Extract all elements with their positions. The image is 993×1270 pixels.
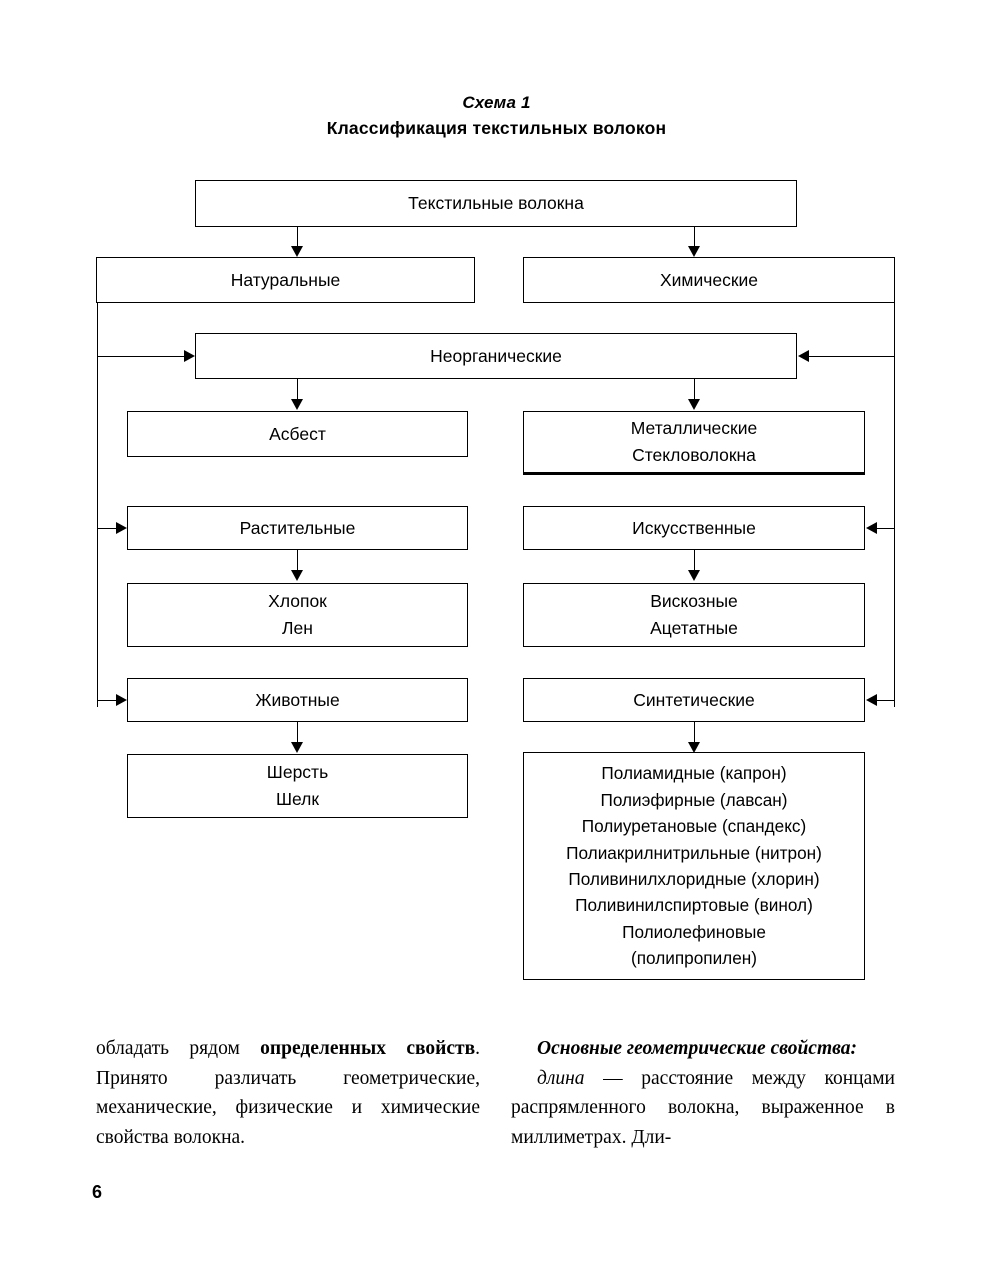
node-cotton-flax-line1: Хлопок — [268, 591, 327, 611]
node-asbestos-label: Асбест — [269, 423, 326, 444]
left-text-bold: определенных свойств — [260, 1038, 476, 1059]
node-vegetable: Растительные — [127, 506, 468, 550]
node-synthetic: Синтетические — [523, 678, 865, 722]
body-text-right-column: Основные геометрические свой­ства: длина… — [511, 1034, 895, 1152]
scheme-label: Схема 1 — [462, 93, 531, 112]
node-chemical-label: Химические — [659, 269, 759, 290]
left-bus-branch-animal-arrow — [116, 694, 127, 706]
synthetic-item: Поливинилспиртовые (винол) — [575, 895, 813, 916]
edge-root-to-natural-arrow — [291, 246, 303, 257]
node-metallic-line2: Стекловолокна — [632, 445, 756, 465]
synthetic-item: Полиамидные (капрон) — [601, 763, 787, 784]
edge-root-to-natural-line — [296, 227, 299, 252]
node-textile-fibers: Текстильные волокна — [195, 180, 797, 227]
node-wool-silk-line2: Шелк — [275, 789, 320, 809]
edge-synthetic-to-list-line — [693, 722, 696, 748]
right-definition-paragraph: длина — расстояние между концами распрям… — [511, 1064, 895, 1153]
node-natural-label: Натуральные — [230, 269, 341, 290]
edge-root-to-chemical-arrow — [688, 246, 700, 257]
synthetic-item: Полиэфирные (лавсан) — [600, 789, 788, 810]
node-animal: Животные — [127, 678, 468, 722]
node-viscose-acetate-line2: Ацетатные — [650, 618, 738, 638]
page-title: Классификация текстильных волокон — [326, 118, 667, 138]
edge-vegetable-to-cotton-arrow — [291, 570, 303, 581]
right-bus-branch-artificial-arrow — [866, 522, 877, 534]
edge-artificial-to-viscose-line — [693, 550, 696, 576]
edge-animal-to-wool-line — [296, 722, 299, 748]
left-bus-branch-vegetable — [96, 527, 117, 530]
synthetic-item: Полиакрилнитрильные (нитрон) — [566, 842, 822, 863]
node-synthetic-label: Синтетические — [633, 689, 755, 710]
left-text-part1: обладать рядом — [96, 1038, 261, 1059]
edge-animal-to-wool-arrow — [291, 742, 303, 753]
node-asbestos: Асбест — [127, 411, 468, 457]
right-heading: Основные геометрические свой­ства: — [537, 1038, 857, 1059]
edge-inorganic-to-asbestos-arrow — [291, 399, 303, 410]
synthetic-item: (полипропилен) — [631, 948, 757, 969]
edge-inorganic-to-metallic-arrow — [688, 399, 700, 410]
node-vegetable-label: Растительные — [239, 517, 356, 538]
edge-inorganic-to-asbestos-line — [296, 379, 299, 405]
node-synthetic-list: Полиамидные (капрон) Полиэфирные (лавсан… — [523, 752, 865, 980]
node-artificial-label: Искусственные — [632, 517, 756, 538]
scheme-title-block: Схема 1 Классификация текстильных волоко… — [0, 92, 993, 140]
page-number: 6 — [92, 1182, 103, 1202]
classification-flowchart: Текстильные волокна Натуральные Химическ… — [96, 180, 896, 980]
body-text-left-column: обладать рядом определенных свойств. При… — [96, 1034, 480, 1152]
node-chemical: Химические — [523, 257, 895, 303]
left-text-part2: . Принято различать геометрические, меха… — [96, 1038, 481, 1148]
node-cotton-flax: Хлопок Лен — [127, 583, 468, 647]
node-wool-silk: Шерсть Шелк — [127, 754, 468, 818]
left-bus-vertical — [96, 302, 99, 707]
node-animal-label: Животные — [255, 689, 340, 710]
right-bus-vertical — [893, 302, 896, 707]
right-bus-branch-inorganic — [809, 355, 894, 358]
left-bus-branch-inorganic-arrow — [184, 350, 195, 362]
right-definition: — расстояние между концами распрямленног… — [511, 1067, 895, 1148]
node-viscose-acetate: Вискозные Ацетатные — [523, 583, 865, 647]
node-artificial: Искусственные — [523, 506, 865, 550]
node-cotton-flax-line2: Лен — [282, 618, 313, 638]
synthetic-item: Поливинилхлоридные (хлорин) — [568, 869, 820, 889]
right-bus-branch-synthetic — [877, 699, 894, 702]
right-bus-branch-synthetic-arrow — [866, 694, 877, 706]
node-inorganic-label: Неорганические — [430, 345, 562, 366]
edge-artificial-to-viscose-arrow — [688, 570, 700, 581]
synthetic-item: Полиуретановые (спандекс) — [581, 816, 807, 837]
edge-vegetable-to-cotton-line — [296, 550, 299, 576]
left-bus-branch-vegetable-arrow — [116, 522, 127, 534]
right-heading-paragraph: Основные геометрические свой­ства: — [511, 1034, 895, 1064]
synthetic-item: Полиолефиновые — [622, 921, 766, 942]
node-metallic-line1: Металлические — [630, 418, 758, 438]
left-bus-branch-animal — [96, 699, 117, 702]
right-term: длина — [537, 1067, 585, 1089]
node-textile-fibers-label: Текстильные волокна — [408, 193, 584, 213]
node-natural: Натуральные — [96, 257, 475, 303]
edge-inorganic-to-metallic-line — [693, 379, 696, 405]
right-bus-branch-inorganic-arrow — [798, 350, 809, 362]
edge-root-to-chemical-line — [693, 227, 696, 252]
node-inorganic: Неорганические — [195, 333, 797, 379]
left-paragraph: обладать рядом определенных свойств. При… — [96, 1034, 480, 1152]
node-metallic-glass: Металлические Стекловолокна — [523, 411, 865, 475]
node-viscose-acetate-line1: Вискозные — [650, 591, 738, 611]
edge-synthetic-to-list-arrow — [688, 742, 700, 753]
left-bus-branch-inorganic — [96, 355, 185, 358]
node-wool-silk-line1: Шерсть — [266, 762, 329, 782]
right-bus-branch-artificial — [877, 527, 894, 530]
